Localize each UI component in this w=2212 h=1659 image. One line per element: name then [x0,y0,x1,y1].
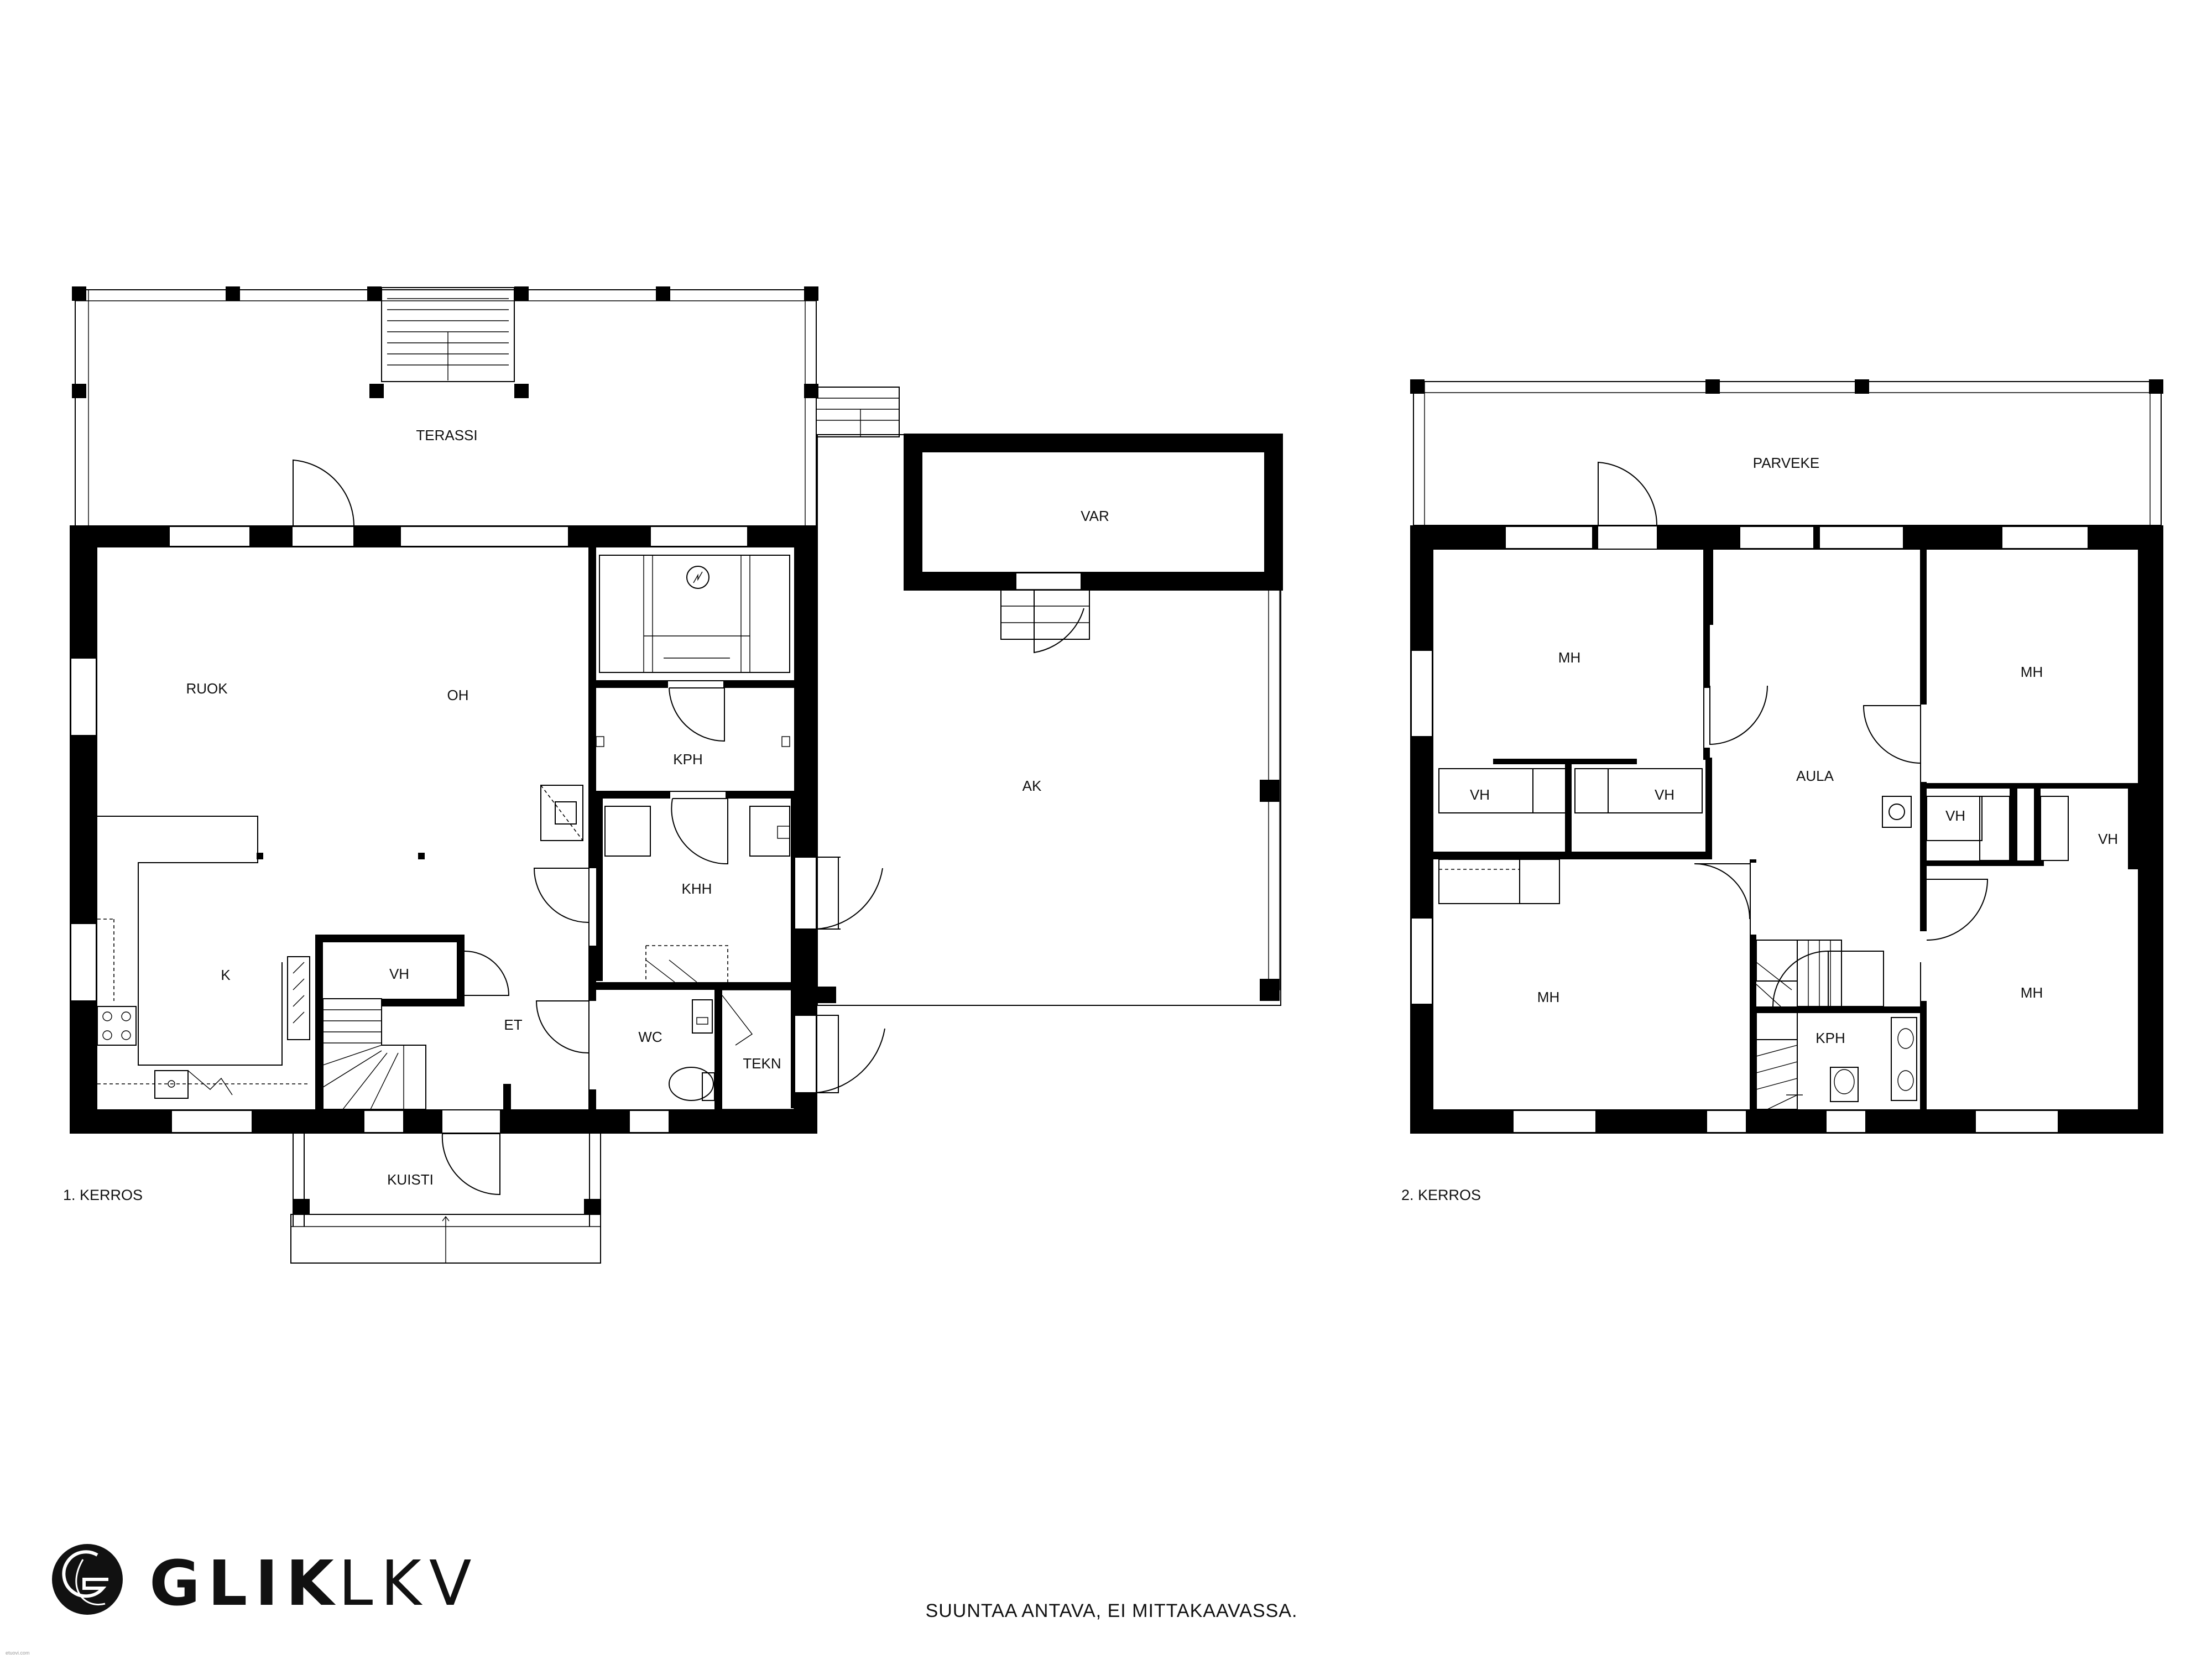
house-walls-floor-1 [70,525,817,1134]
brand-name-bold: GLIK [149,1548,342,1620]
room-label-mh-top-left: MH [1558,649,1580,666]
porch [290,1134,601,1264]
room-label-kph-floor-2: KPH [1815,1030,1845,1046]
room-label-tekn: TEKN [743,1055,781,1072]
fixtures-floor-1 [596,736,795,1110]
room-label-vh-right-2: VH [2098,831,2118,847]
floor-2-plan: PARVEKE MH VH VH AULA MH VH VH MH KPH MH… [1401,379,2163,1203]
room-label-mh-top-right: MH [2021,664,2043,680]
storage-var [904,434,1283,654]
room-label-var: VAR [1081,508,1109,524]
room-label-vh-left-2: VH [1655,786,1674,803]
stairs-floor-1 [322,998,426,1110]
room-label-et: ET [504,1016,522,1033]
room-label-wc: WC [638,1029,662,1045]
floor-1-plan: TERASSI RUOK OH K KPH KHH VH ET WC TEKN … [63,286,1283,1264]
kitchen-counters [97,816,425,1099]
brand-name-light: LKV [338,1548,479,1620]
room-label-vh-left-1: VH [1470,786,1490,803]
door-swings-floor-1 [441,687,885,1196]
closets-floor-2 [1438,768,2069,904]
room-label-k: K [221,967,231,983]
disclaimer-note: SUUNTAA ANTAVA, EI MITTAKAAVASSA. [926,1600,1298,1621]
room-label-oh: OH [447,687,469,703]
room-label-kph: KPH [673,751,702,768]
sauna [599,555,790,673]
balcony [1410,379,2163,526]
room-label-aula: AULA [1796,768,1834,784]
house-walls-floor-2 [1410,525,2163,1134]
floor-1-label: 1. KERROS [63,1187,143,1203]
room-label-vh-right-1: VH [1945,807,1965,824]
floor-2-label: 2. KERROS [1401,1187,1481,1203]
terrace-stairs [369,287,529,398]
room-label-vh: VH [389,966,409,982]
room-label-kuisti: KUISTI [387,1171,434,1188]
door-swings-floor-2 [1694,685,1989,1007]
room-label-mh-bottom-right: MH [2021,984,2043,1001]
garage [817,434,1281,1006]
image-credit: etuovi.com [6,1650,30,1656]
room-label-parveke: PARVEKE [1753,455,1819,471]
stairs-floor-2 [1756,940,1842,1110]
room-label-terassi: TERASSI [416,427,477,444]
room-label-khh: KHH [682,880,712,897]
room-label-ruok: RUOK [186,680,228,697]
brand-logo: GLIK LKV [52,1544,479,1620]
room-label-mh-bottom-left: MH [1537,989,1559,1005]
fixtures-floor-2 [1786,1017,1917,1102]
room-label-ak: AK [1022,778,1042,794]
terrace [72,286,900,527]
